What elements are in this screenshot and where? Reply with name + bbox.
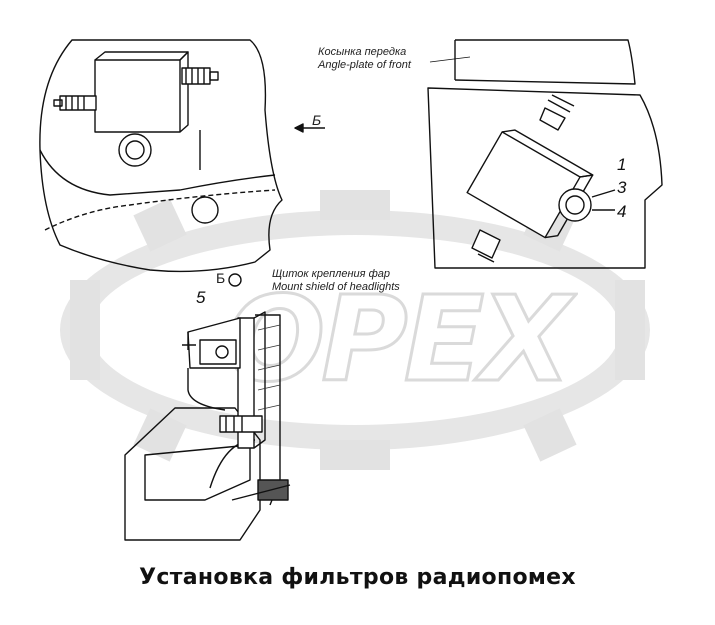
bracket-5: [182, 317, 241, 369]
filter-assembly-right: [427, 87, 663, 269]
view-b-arrow-label: Б: [312, 112, 322, 128]
callout-3: 3: [617, 178, 627, 197]
filter-bolt-bottom: [471, 229, 501, 263]
watermark-text: OPEX: [223, 269, 572, 410]
callout-5: 5: [196, 288, 206, 307]
filter-body: [466, 129, 594, 239]
figure-caption: Установка фильтров радиопомех: [139, 565, 576, 590]
view-b-marker-circle: [228, 273, 242, 287]
angle-plate-label-en: Angle-plate of front: [318, 59, 411, 71]
angle-plate: [429, 39, 636, 85]
bolt-left-side: [53, 95, 97, 111]
callout-4: 4: [617, 202, 627, 221]
headlight-shield-detail: [124, 311, 291, 541]
filter-bolt-top: [539, 94, 575, 131]
clamp-bolt: [219, 415, 263, 433]
shield-label-ru: Щиток крепления фар: [272, 268, 391, 280]
bolt-left-top: [181, 67, 219, 85]
callout-1: 1: [617, 155, 627, 174]
angle-plate-label-ru: Косынка передка: [318, 46, 407, 58]
bracket-assembly-left: [39, 39, 283, 273]
view-b-marker-label: Б: [216, 270, 226, 286]
view-b-arrow: [294, 123, 325, 133]
shield-label-en: Mount shield of headlights: [272, 281, 400, 293]
